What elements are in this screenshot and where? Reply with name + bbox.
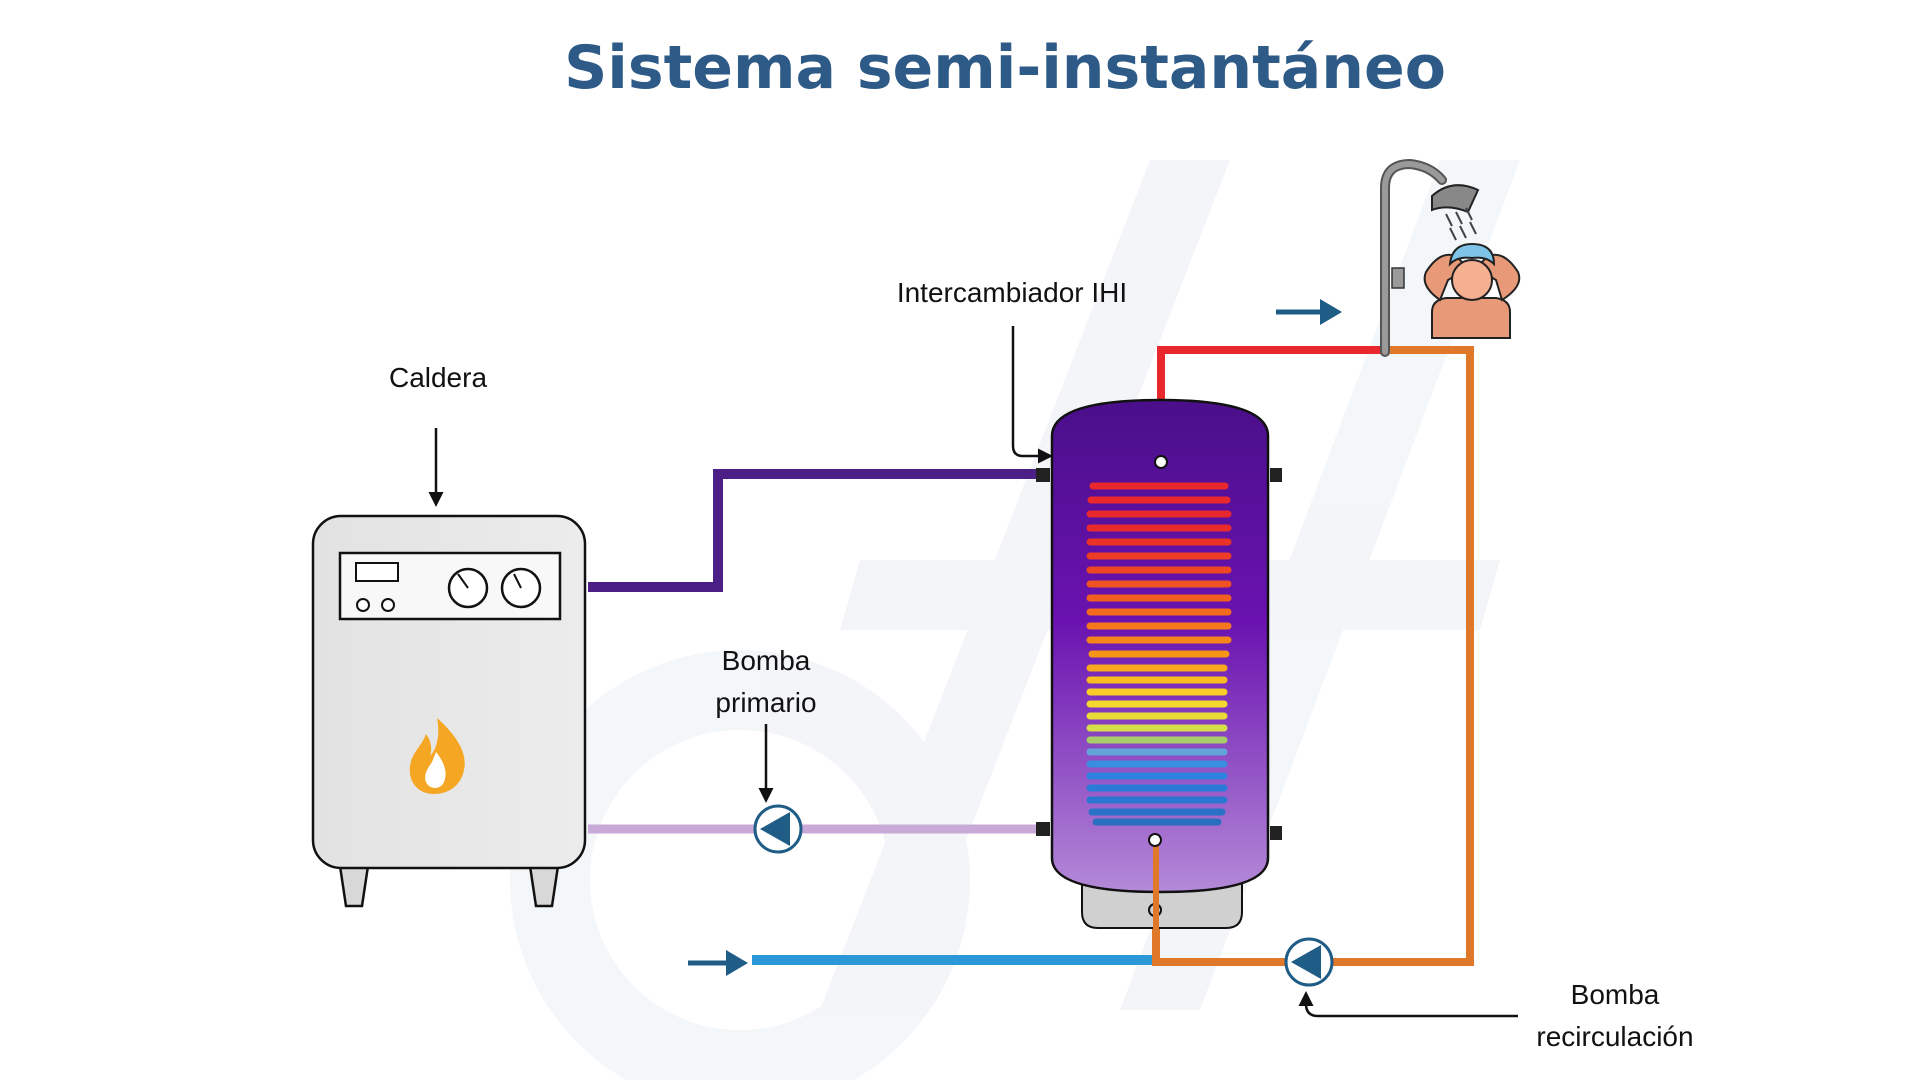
boiler <box>311 514 587 908</box>
primary-pump-label-line2: primario <box>715 687 816 718</box>
recirculation-pump <box>1284 937 1334 987</box>
exchanger-label: Intercambiador IHI <box>897 277 1127 308</box>
tank-base <box>1081 881 1243 929</box>
exchanger-callout-arrow <box>1011 326 1053 464</box>
tank-connection-right-top <box>1270 468 1282 482</box>
storage-tank <box>1036 398 1282 962</box>
boiler-leg-left <box>338 864 370 908</box>
tank-body <box>1050 398 1270 894</box>
hot-water-flow-arrow-icon <box>1276 299 1342 325</box>
recirc-pump-label-line2: recirculación <box>1536 1021 1693 1052</box>
boiler-gauge-2 <box>500 567 542 609</box>
flow-arrow-icon <box>688 950 748 976</box>
hot-water-outlet-pipe <box>1157 346 1385 400</box>
flame-icon <box>409 718 465 794</box>
shower-icon <box>1380 158 1480 357</box>
tank-connection-primary-outlet <box>1036 822 1050 836</box>
tank-hot-outlet-port <box>1154 455 1168 469</box>
primary-pump-label-line1: Bomba <box>722 645 811 676</box>
boiler-leg-right <box>528 864 560 908</box>
boiler-label: Caldera <box>389 362 487 393</box>
boiler-button-2 <box>381 598 395 612</box>
recirc-pump-callout-arrow <box>1298 991 1518 1018</box>
boiler-display <box>355 562 399 582</box>
recirc-pump-label-line1: Bomba <box>1571 979 1660 1010</box>
tank-connection-primary-inlet <box>1036 468 1050 482</box>
primary-pump <box>753 804 803 854</box>
tank-connection-right-bottom <box>1270 826 1282 840</box>
heat-exchanger-coil <box>1086 482 1232 826</box>
diagram-title: Sistema semi-instantáneo <box>564 33 1446 103</box>
boiler-button-1 <box>356 598 370 612</box>
primary-supply-pipe <box>588 469 1044 592</box>
tank-cold-inlet-port <box>1148 833 1162 847</box>
boiler-gauge-1 <box>447 567 489 609</box>
person-showering-icon <box>1423 242 1521 339</box>
